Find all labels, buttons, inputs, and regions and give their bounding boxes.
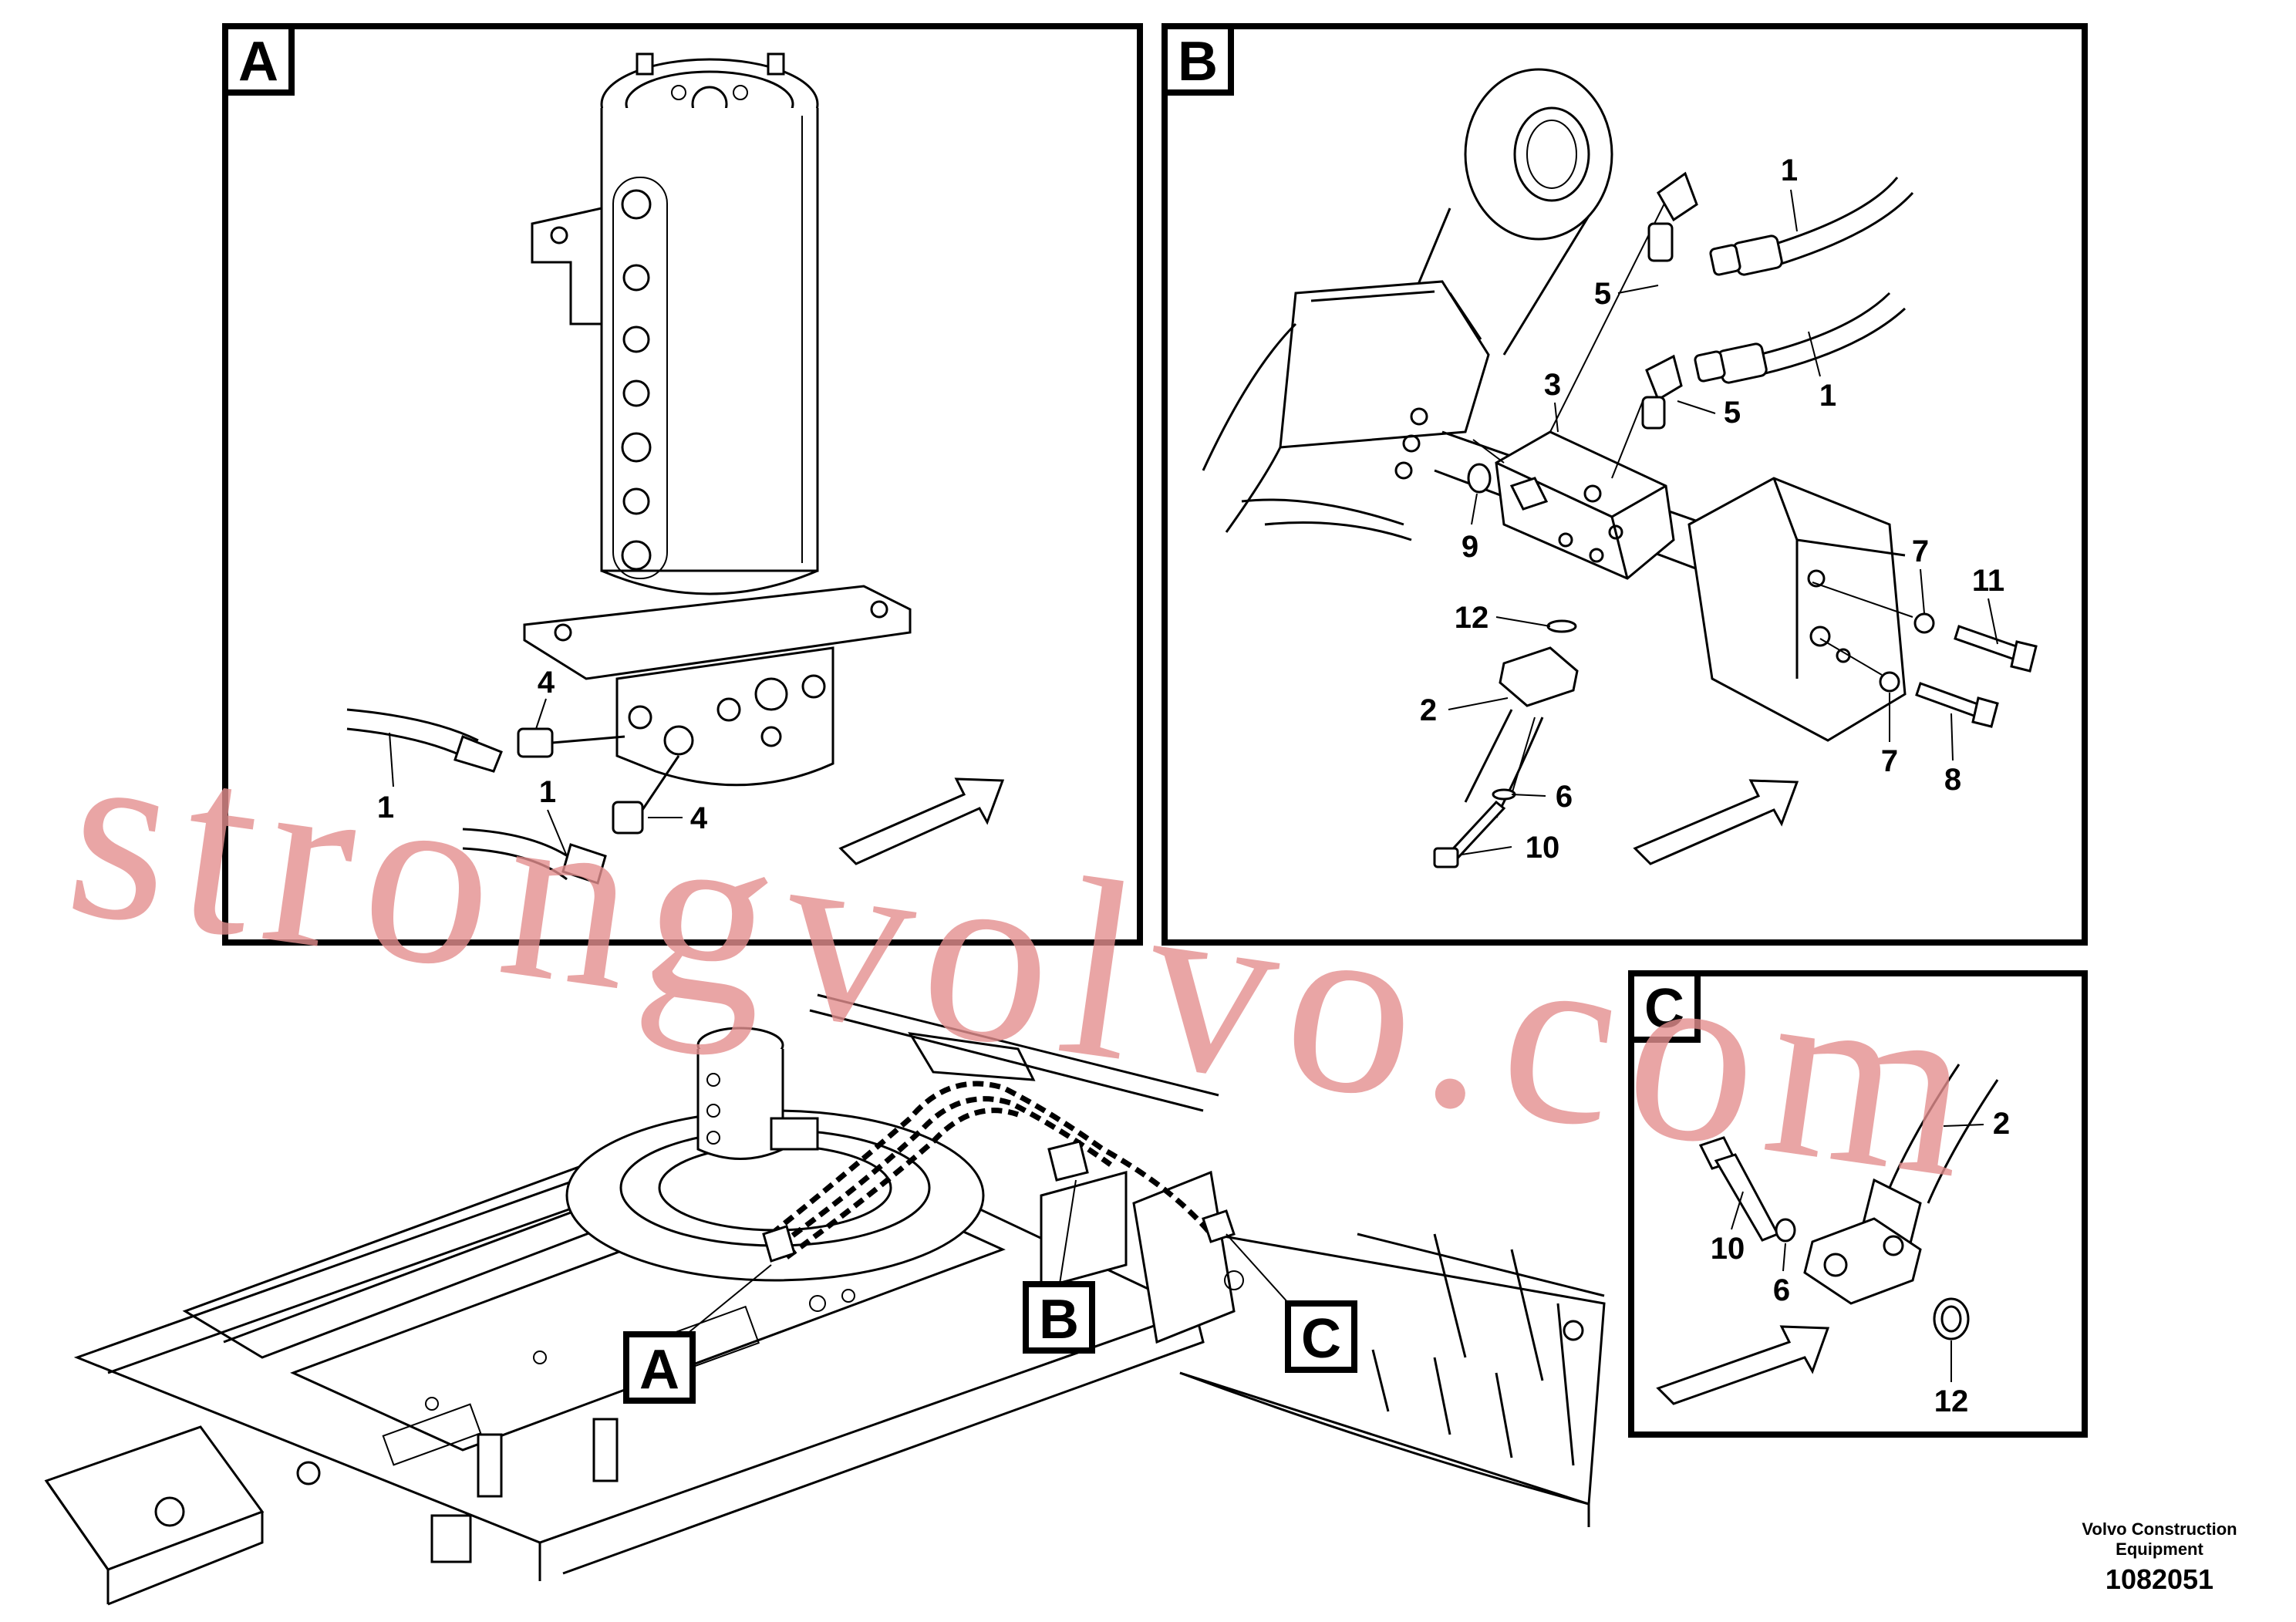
callout-b-9: 9 bbox=[1462, 530, 1478, 564]
direction-arrow-b bbox=[1633, 779, 1799, 865]
callout-a-4: 4 bbox=[538, 666, 555, 700]
callout-c-6: 6 bbox=[1773, 1273, 1790, 1307]
direction-arrow-a bbox=[838, 777, 1005, 865]
callout-c-2: 2 bbox=[1993, 1107, 2010, 1141]
callout-b-3: 3 bbox=[1544, 368, 1561, 402]
drawing-number: 1082051 bbox=[2106, 1563, 2213, 1595]
callout-c-10: 10 bbox=[1711, 1232, 1745, 1266]
panel-c-label: C bbox=[1644, 978, 1684, 1040]
callout-b-11: 11 bbox=[1972, 564, 2004, 598]
footer-line1: Volvo Construction bbox=[2082, 1519, 2237, 1539]
callout-b-1b: 1 bbox=[1819, 379, 1836, 413]
callout-a-1: 1 bbox=[377, 791, 394, 824]
callout-a-1b: 1 bbox=[539, 775, 556, 809]
panel-a-label: A bbox=[238, 31, 278, 93]
overview-tag-b: B bbox=[1023, 1281, 1095, 1354]
panel-b-label: B bbox=[1178, 31, 1218, 93]
panel-b: B bbox=[1161, 23, 2088, 946]
callout-a-4b: 4 bbox=[690, 801, 708, 835]
callout-b-7b: 7 bbox=[1881, 744, 1898, 778]
callout-b-5: 5 bbox=[1594, 277, 1611, 311]
panel-a: A bbox=[222, 23, 1143, 946]
overview-tag-a: A bbox=[623, 1331, 696, 1404]
callout-b-5b: 5 bbox=[1724, 396, 1741, 430]
hose-flange-drawing bbox=[1698, 1064, 1999, 1340]
panel-c: C 2 10 6 12 bbox=[1628, 970, 2088, 1438]
overview-tag-c: C bbox=[1285, 1300, 1357, 1373]
overview-assembly bbox=[44, 993, 1606, 1606]
callout-b-10: 10 bbox=[1526, 831, 1560, 865]
callout-b-7: 7 bbox=[1912, 534, 1929, 568]
dozer-cylinder-drawing bbox=[1202, 68, 2038, 868]
swivel-joint-drawing bbox=[346, 52, 912, 885]
callout-b-8: 8 bbox=[1944, 763, 1961, 797]
callout-b-2: 2 bbox=[1420, 693, 1437, 727]
overview-tag-c-label: C bbox=[1301, 1308, 1341, 1370]
footer-line2: Equipment bbox=[2116, 1539, 2203, 1559]
callout-c-12: 12 bbox=[1934, 1384, 1969, 1418]
callout-b-6: 6 bbox=[1556, 780, 1573, 814]
overview-tag-b-label: B bbox=[1039, 1289, 1079, 1351]
watermark-text: strongvolvo.com bbox=[54, 686, 2001, 1233]
callout-b-12: 12 bbox=[1455, 601, 1489, 635]
callout-b-1: 1 bbox=[1781, 153, 1798, 187]
overview-tag-a-label: A bbox=[639, 1339, 679, 1401]
direction-arrow-c bbox=[1656, 1325, 1830, 1405]
